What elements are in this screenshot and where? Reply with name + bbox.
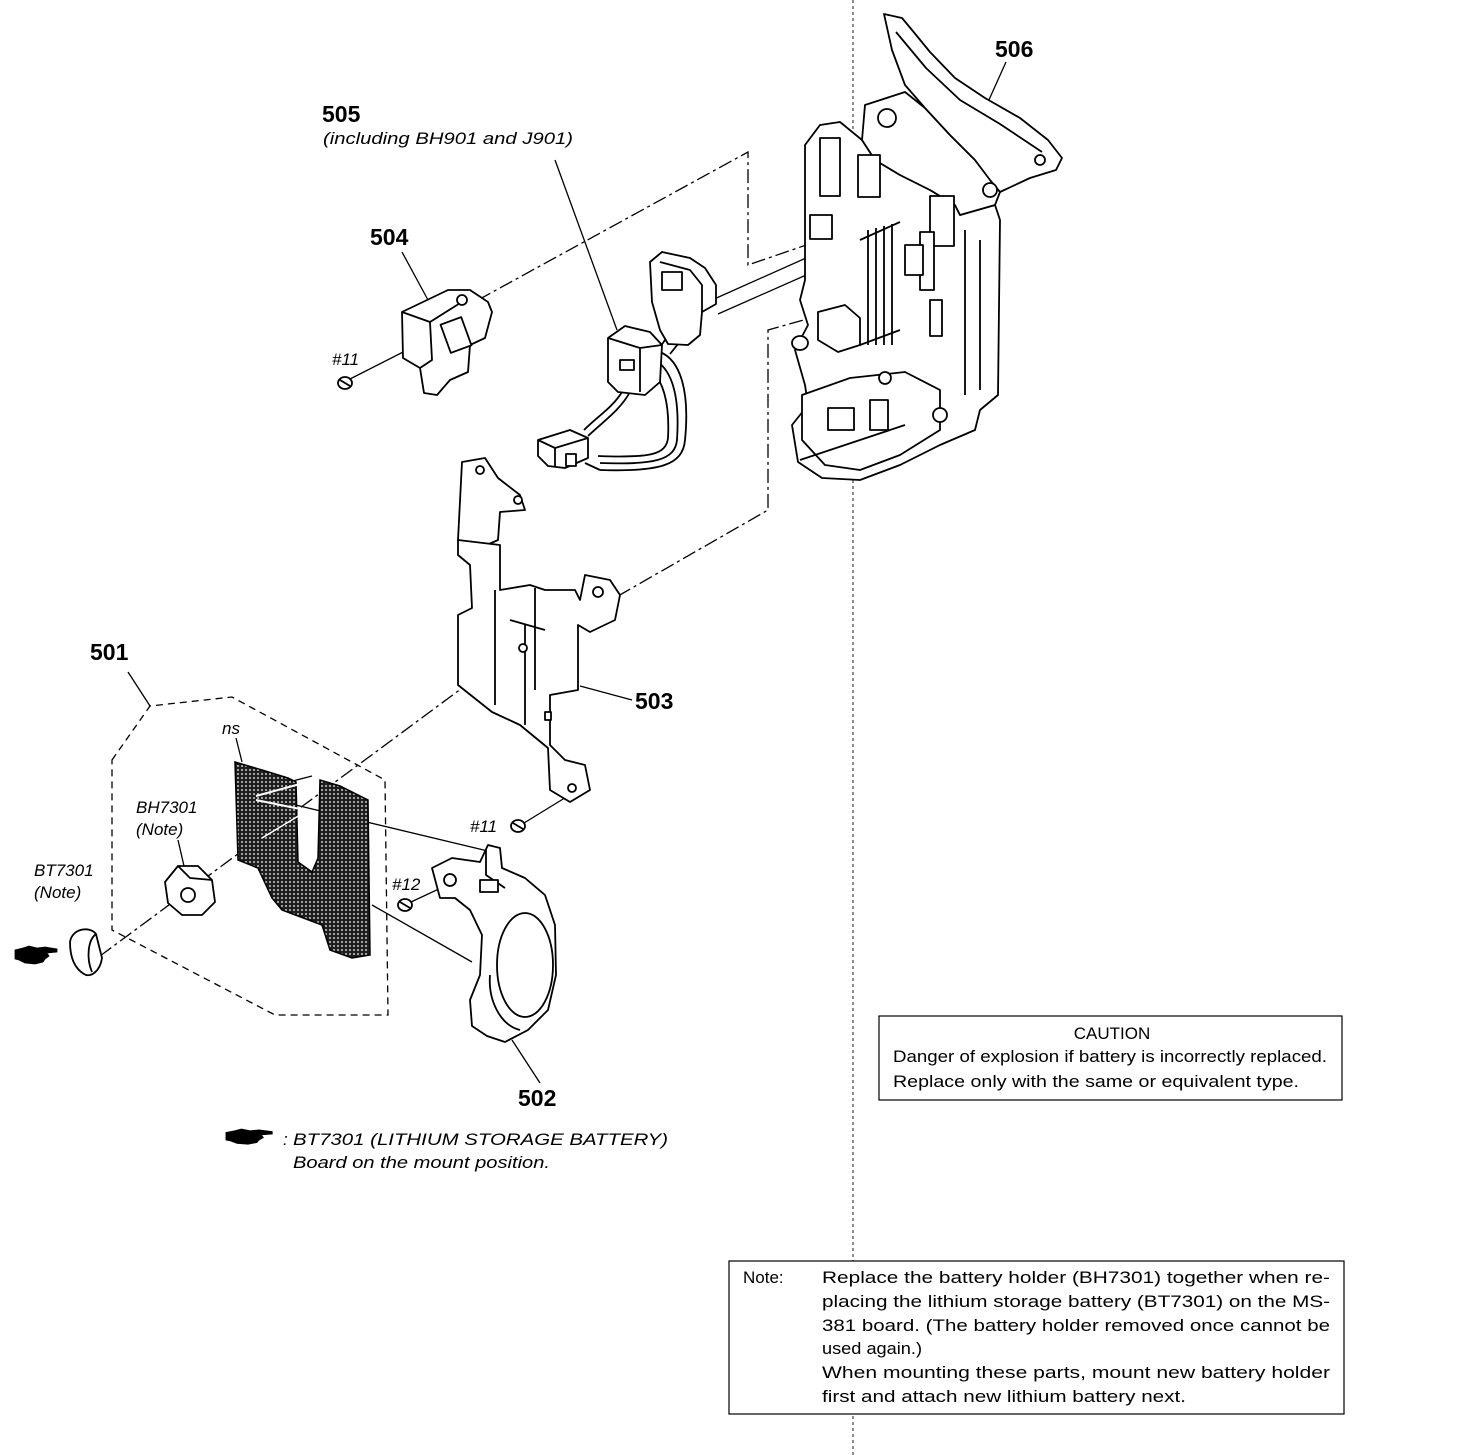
part-505-harness xyxy=(537,251,717,472)
part-503-bracket xyxy=(457,457,621,803)
note-line-3: 381 board. (The battery holder removed o… xyxy=(822,1316,1330,1335)
note-line-4: used again.) xyxy=(822,1339,922,1358)
screw-11-b xyxy=(510,819,526,833)
legend-separator: : xyxy=(283,1130,288,1149)
bt7301-battery xyxy=(69,928,103,977)
part-501-board xyxy=(234,760,371,959)
label-part-502: 502 xyxy=(518,1085,556,1111)
note-line-5: When mounting these parts, mount new bat… xyxy=(822,1363,1330,1382)
pointing-hand-icon xyxy=(14,945,58,965)
label-bt7301: BT7301 xyxy=(34,861,94,880)
legend-line-1: BT7301 (LITHIUM STORAGE BATTERY) xyxy=(293,1130,668,1149)
part-502 xyxy=(431,844,557,1043)
label-bt7301-note: (Note) xyxy=(34,883,81,902)
note-label: Note: xyxy=(743,1268,784,1287)
caution-line-2: Replace only with the same or equivalent… xyxy=(893,1072,1299,1091)
legend-pointing-hand-icon xyxy=(225,1128,273,1145)
caution-box: CAUTION Danger of explosion if battery i… xyxy=(878,1015,1343,1101)
label-bh7301-note: (Note) xyxy=(136,820,183,839)
bh7301-battery-holder xyxy=(164,865,216,916)
screw-12 xyxy=(397,898,413,912)
label-screw-11-a: #11 xyxy=(332,350,359,369)
note-line-6: first and attach new lithium battery nex… xyxy=(822,1387,1186,1406)
note-line-1: Replace the battery holder (BH7301) toge… xyxy=(822,1268,1330,1287)
screw-11-a xyxy=(337,376,353,390)
label-part-505: 505 xyxy=(322,101,361,127)
legend-line-2: Board on the mount position. xyxy=(293,1153,550,1172)
label-part-501: 501 xyxy=(90,639,129,665)
note-line-2: placing the lithium storage battery (BT7… xyxy=(822,1292,1330,1311)
caution-line-1: Danger of explosion if battery is incorr… xyxy=(893,1047,1327,1066)
part-504 xyxy=(401,289,493,396)
label-ns: ns xyxy=(222,719,240,738)
label-screw-12: #12 xyxy=(392,875,421,894)
label-leaders xyxy=(127,61,1007,1084)
label-screw-11-b: #11 xyxy=(470,817,497,836)
label-part-504: 504 xyxy=(370,224,409,250)
label-part-505-note: (including BH901 and J901) xyxy=(323,129,573,148)
note-box: Note: Replace the battery holder (BH7301… xyxy=(728,1260,1345,1415)
part-506-frame xyxy=(791,13,1063,481)
caution-title: CAUTION xyxy=(1074,1024,1151,1043)
label-part-503: 503 xyxy=(635,688,673,714)
label-bh7301: BH7301 xyxy=(136,798,197,817)
legend: : BT7301 (LITHIUM STORAGE BATTERY) Board… xyxy=(283,1130,668,1172)
label-part-506: 506 xyxy=(995,36,1033,62)
